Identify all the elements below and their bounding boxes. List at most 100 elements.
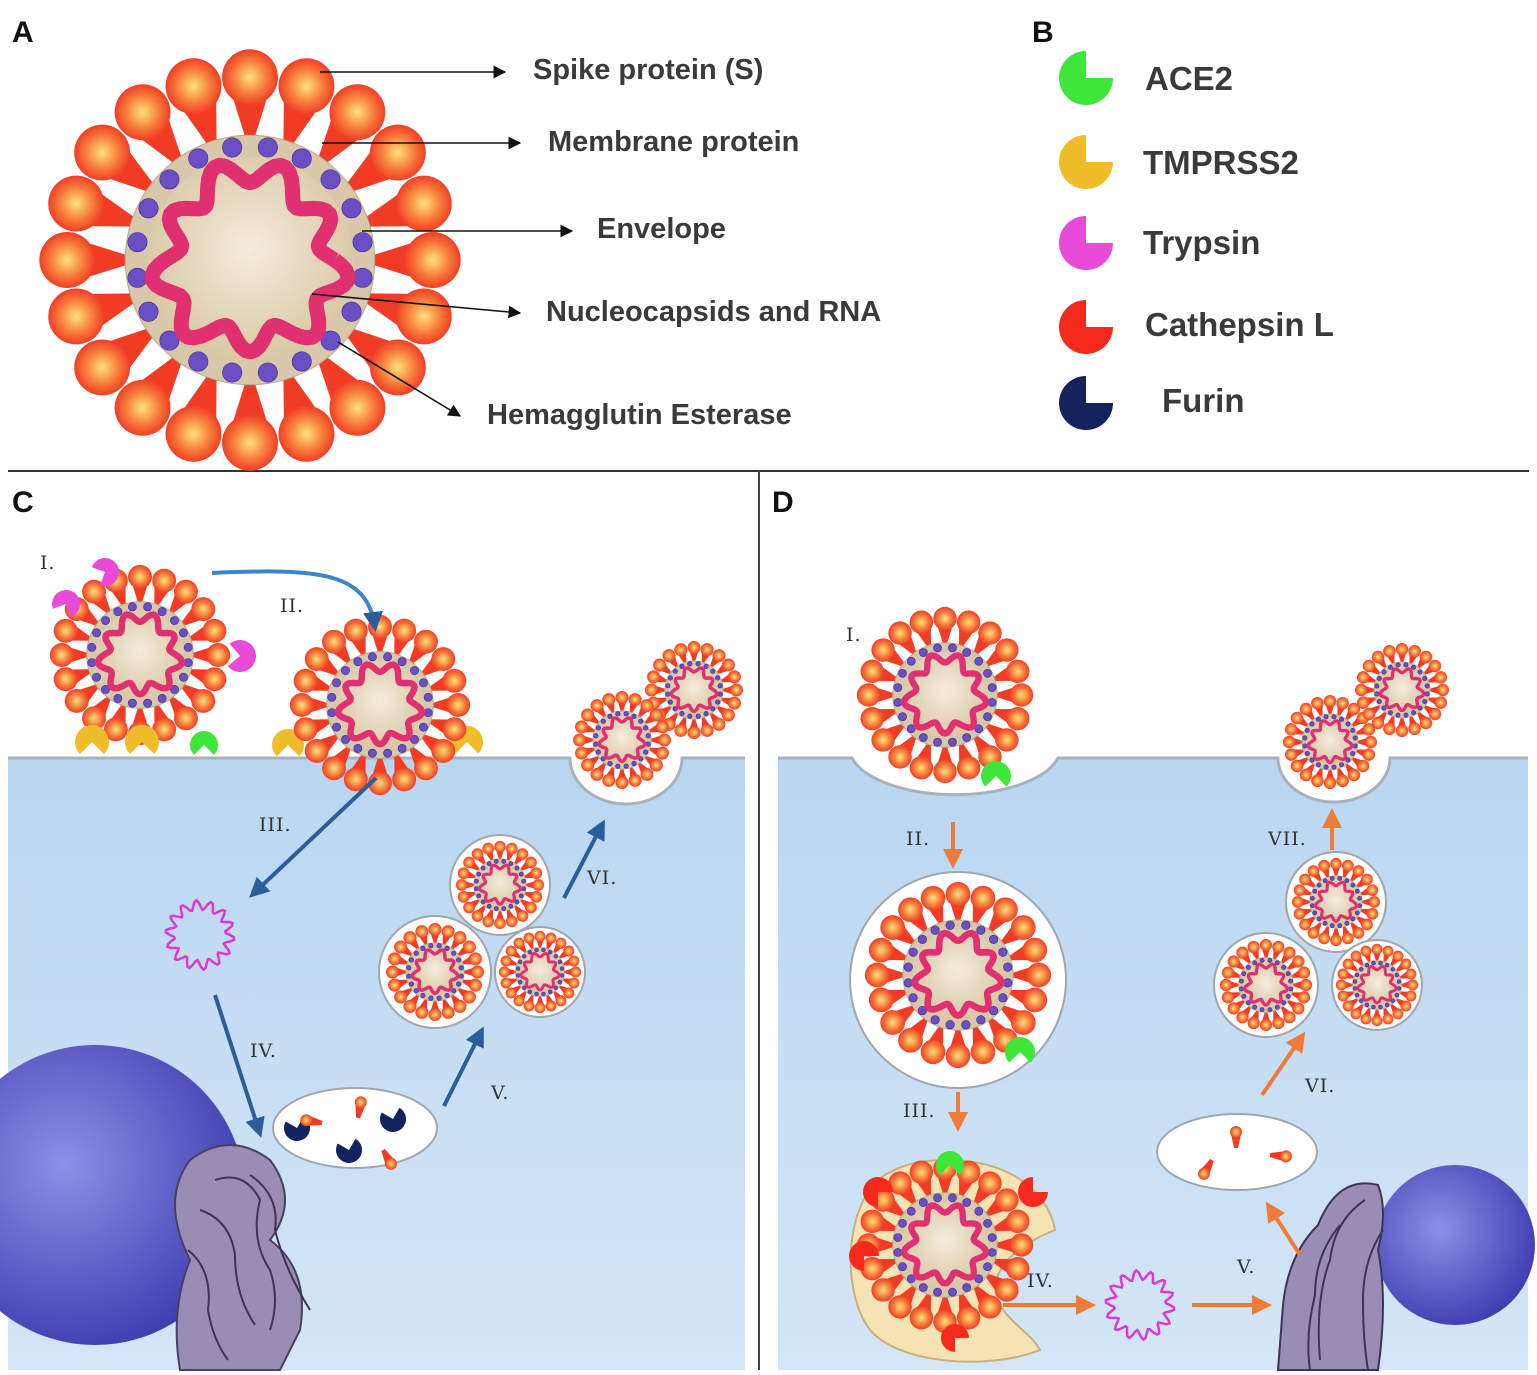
- spike-head: [414, 629, 438, 654]
- membrane-protein: [320, 330, 341, 351]
- legend-label-ace2: ACE2: [1145, 60, 1234, 97]
- membrane-protein: [527, 949, 533, 955]
- membrane-protein: [515, 966, 521, 971]
- membrane-protein: [962, 648, 972, 657]
- membrane-protein: [353, 744, 363, 753]
- spike-head: [48, 175, 105, 232]
- membrane-protein: [1329, 876, 1335, 881]
- spike-head: [1337, 968, 1349, 980]
- spike-head: [628, 773, 642, 787]
- membrane-protein: [493, 859, 499, 864]
- spike-head: [1407, 979, 1419, 991]
- pointer-nucleocapsid: [311, 293, 522, 319]
- membrane-protein: [1331, 764, 1337, 770]
- membrane-protein: [1252, 960, 1258, 966]
- spike-head: [721, 708, 735, 722]
- spike-head: [653, 658, 667, 672]
- spike-head: [674, 643, 688, 657]
- spike-head: [1356, 696, 1370, 709]
- membrane-protein: [508, 861, 514, 867]
- spike-head: [1361, 918, 1373, 931]
- membrane-protein: [974, 656, 984, 666]
- membrane-protein: [1241, 993, 1247, 999]
- spike-head: [1360, 945, 1372, 957]
- membrane-protein: [1304, 751, 1310, 757]
- membrane-protein: [930, 1015, 940, 1025]
- membrane-protein: [638, 718, 644, 724]
- nucleocapsid: [1306, 719, 1354, 765]
- spike-head: [700, 723, 714, 737]
- spike-head: [1006, 659, 1030, 684]
- spike-head: [1364, 735, 1378, 749]
- spike-head: [1022, 987, 1048, 1013]
- spike-head: [442, 668, 467, 693]
- spike-head: [428, 1008, 442, 1021]
- spike-head: [909, 610, 934, 634]
- membrane-protein: [623, 711, 629, 717]
- spike-head: [494, 840, 506, 853]
- membrane-protein: [710, 706, 716, 712]
- spike-head: [74, 124, 131, 181]
- membrane-protein: [989, 1006, 999, 1016]
- spike-head: [888, 621, 912, 645]
- legend-icon-trypsin: [1059, 216, 1113, 270]
- membrane-protein: [1384, 1002, 1390, 1008]
- legend-icons: [1059, 51, 1113, 430]
- spike-head: [995, 1278, 1019, 1302]
- spike-head: [1335, 979, 1347, 991]
- membrane-protein: [593, 733, 599, 739]
- virus-d-exiting: [1282, 694, 1378, 790]
- spike-head: [871, 638, 895, 662]
- viral-rna-d: [1104, 1268, 1176, 1342]
- membrane-protein: [408, 957, 414, 963]
- spike-head: [727, 670, 741, 684]
- membrane-protein: [501, 906, 507, 911]
- membrane-protein: [480, 865, 486, 871]
- spike-head: [500, 955, 512, 967]
- membrane-protein: [157, 694, 167, 703]
- spike-head: [590, 767, 604, 781]
- membrane-protein: [600, 718, 606, 724]
- spike-head: [394, 990, 408, 1004]
- membrane-protein: [521, 886, 526, 892]
- membrane-protein: [553, 954, 558, 959]
- spike-head: [1227, 955, 1240, 968]
- membrane-protein: [428, 995, 434, 1001]
- membrane-protein: [672, 668, 678, 674]
- spike-head: [995, 638, 1019, 662]
- spike-head: [174, 706, 198, 731]
- spike-head: [468, 978, 482, 992]
- membrane-protein: [665, 691, 671, 697]
- membrane-protein: [1339, 716, 1345, 722]
- nucleocapsid: [900, 1202, 990, 1287]
- membrane-protein: [1350, 882, 1356, 888]
- spike-head: [463, 901, 475, 914]
- spike-head: [1282, 735, 1296, 749]
- spike-head: [871, 728, 895, 752]
- membrane-protein: [1378, 1004, 1383, 1010]
- step-c-V: V.: [491, 1082, 510, 1104]
- spike-fragment-d-1: [1198, 1159, 1214, 1180]
- step-d-VII: VII.: [1268, 828, 1307, 850]
- plasma-membrane-c: [8, 756, 745, 806]
- membrane-protein: [974, 1274, 984, 1284]
- membrane-protein: [257, 362, 278, 383]
- membrane-protein: [1350, 727, 1356, 733]
- spike-head: [53, 667, 78, 692]
- membrane-protein: [1352, 743, 1358, 749]
- membrane-protein: [1354, 888, 1360, 894]
- spike-head: [545, 932, 557, 944]
- pointer-hemagglutinin: [337, 341, 462, 417]
- membrane-protein: [933, 1287, 942, 1297]
- membrane-protein: [989, 934, 999, 944]
- spike-head: [655, 720, 669, 734]
- spike-head: [615, 776, 629, 789]
- spike-head: [590, 699, 604, 713]
- membrane-protein: [456, 957, 462, 963]
- membrane-protein: [420, 945, 426, 951]
- spike-head: [1290, 711, 1304, 725]
- membrane-protein: [1352, 735, 1358, 741]
- membrane-protein: [127, 698, 137, 708]
- membrane-protein: [1281, 1000, 1287, 1006]
- membrane-protein: [127, 602, 137, 612]
